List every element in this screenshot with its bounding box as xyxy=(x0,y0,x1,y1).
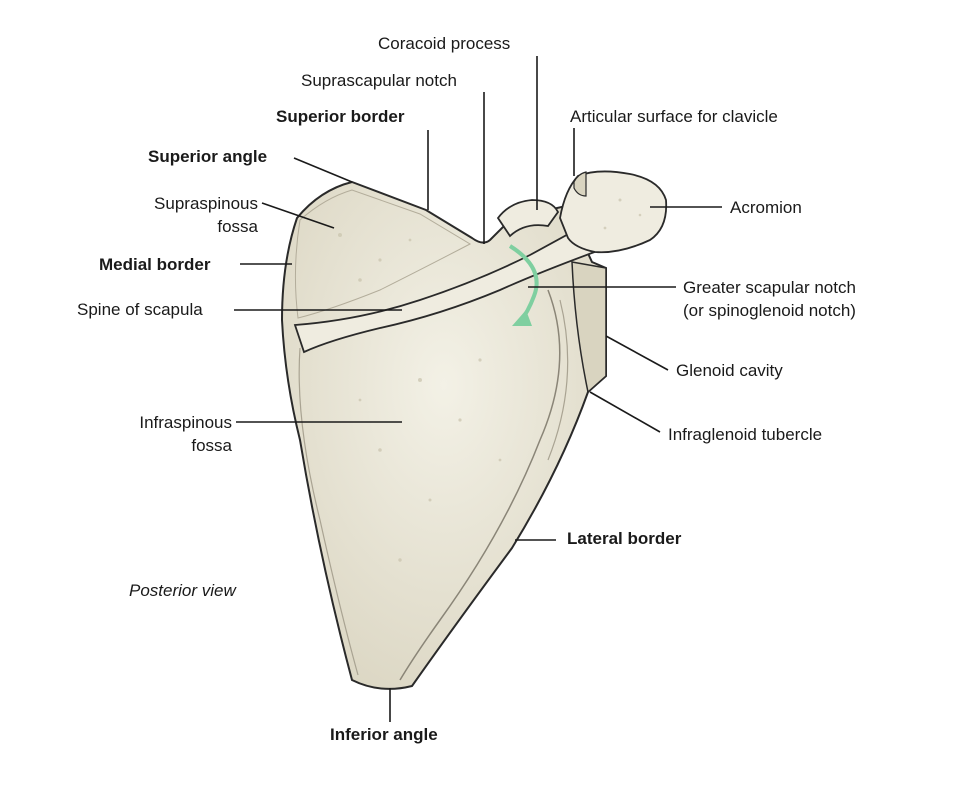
leader-lines xyxy=(234,56,722,722)
label-medial-border: Medial border xyxy=(99,255,211,274)
leader-superior-angle xyxy=(293,157,353,183)
lateral-ridge xyxy=(399,289,561,681)
bone-texture xyxy=(338,198,642,562)
medial-ridge xyxy=(298,347,359,676)
glenoid-rim xyxy=(571,261,607,394)
leader-glenoid xyxy=(605,335,669,371)
label-spine-of-scapula: Spine of scapula xyxy=(77,300,203,319)
label-greater-scapular-notch-line2: (or spinoglenoid notch) xyxy=(683,301,856,320)
notch-arrow-head xyxy=(512,310,532,326)
label-infraspinous-fossa-line1: Infraspinous xyxy=(139,413,232,432)
label-superior-angle: Superior angle xyxy=(148,147,268,166)
leader-supraspinous-fossa xyxy=(261,202,335,229)
label-greater-scapular-notch-line1: Greater scapular notch xyxy=(683,278,856,297)
label-infraspinous-fossa-line2: fossa xyxy=(191,436,232,455)
label-supraspinous-fossa-line1: Supraspinous xyxy=(154,194,258,213)
label-lateral-border: Lateral border xyxy=(567,529,682,548)
articular-facet xyxy=(573,171,587,197)
label-posterior-view: Posterior view xyxy=(129,581,236,600)
scapula-body xyxy=(280,180,607,690)
label-superior-border: Superior border xyxy=(276,107,405,126)
label-infraglenoid-tubercle: Infraglenoid tubercle xyxy=(668,425,823,444)
label-suprascapular-notch: Suprascapular notch xyxy=(301,71,457,90)
spine-of-scapula-shape xyxy=(293,223,602,354)
supraspinous-fossa-outline xyxy=(294,189,472,319)
coracoid-process-shape xyxy=(496,199,560,238)
label-inferior-angle: Inferior angle xyxy=(330,725,438,744)
label-glenoid-cavity: Glenoid cavity xyxy=(676,361,783,380)
leader-infraglenoid xyxy=(589,391,661,433)
label-coracoid-process: Coracoid process xyxy=(378,34,511,53)
label-acromion: Acromion xyxy=(730,198,802,217)
label-articular-surface: Articular surface for clavicle xyxy=(570,107,778,126)
label-supraspinous-fossa-line2: fossa xyxy=(217,217,258,236)
lateral-ridge-2 xyxy=(547,299,569,461)
